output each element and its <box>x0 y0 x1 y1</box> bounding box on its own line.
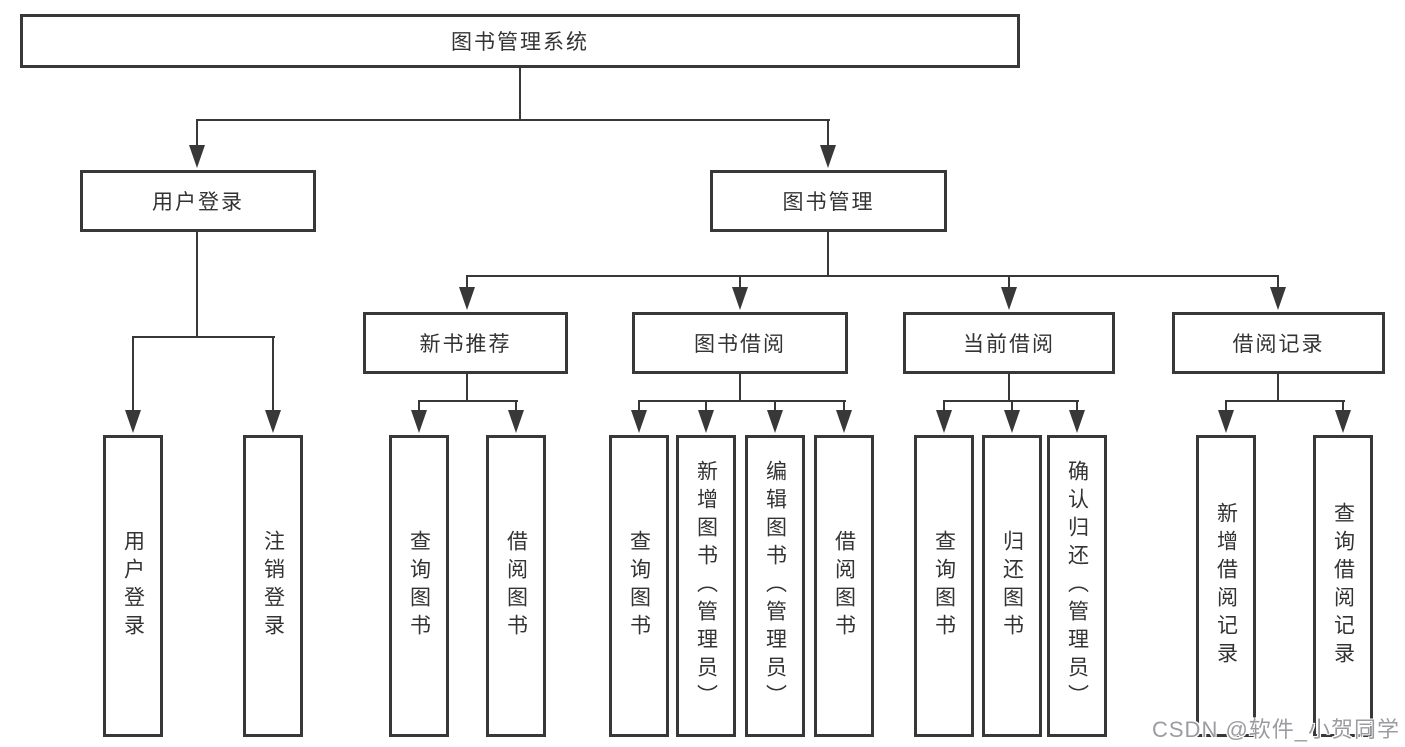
connector-line <box>827 119 829 149</box>
leaf-return-books: 归还图书 <box>982 435 1042 737</box>
node-label: 新书推荐 <box>419 333 512 356</box>
arrow-down-icon <box>836 410 852 433</box>
arrow-down-icon <box>820 145 836 168</box>
arrow-down-icon <box>732 287 748 310</box>
arrow-down-icon <box>1270 287 1286 310</box>
arrow-down-icon <box>265 410 281 433</box>
node-label: 图书管理 <box>782 191 875 214</box>
leaf-user-login: 用户登录 <box>103 435 163 737</box>
leaf-query-books-recommend: 查询图书 <box>389 435 449 737</box>
connector-line <box>515 400 517 412</box>
arrow-down-icon <box>698 410 714 433</box>
leaf-add-book-admin: 新增图书（管理员） <box>676 435 736 737</box>
arrow-down-icon <box>508 410 524 433</box>
node-label: 图书管理系统 <box>451 31 589 54</box>
connector-line <box>739 275 741 289</box>
arrow-down-icon <box>1069 410 1085 433</box>
connector-line <box>1277 275 1279 289</box>
leaf-label: 归还图书 <box>1000 530 1024 642</box>
leaf-label: 新增图书（管理员） <box>694 460 718 712</box>
connector-line <box>466 275 1279 277</box>
arrow-down-icon <box>631 410 647 433</box>
leaf-query-books-current: 查询图书 <box>914 435 974 737</box>
connector-line <box>519 68 521 120</box>
connector-line <box>272 336 274 414</box>
leaf-query-borrow-record: 查询借阅记录 <box>1313 435 1373 737</box>
node-library-management-system: 图书管理系统 <box>20 14 1020 68</box>
arrow-down-icon <box>459 287 475 310</box>
leaf-label: 用户登录 <box>121 530 145 642</box>
connector-line <box>1277 374 1279 401</box>
connector-line <box>1011 400 1013 412</box>
connector-line <box>638 400 846 402</box>
connector-line <box>1225 400 1227 412</box>
connector-line <box>1008 275 1010 289</box>
node-borrow-records: 借阅记录 <box>1172 312 1385 374</box>
connector-line <box>1225 400 1345 402</box>
connector-line <box>638 400 640 412</box>
connector-line <box>132 336 134 414</box>
connector-line <box>196 119 198 149</box>
arrow-down-icon <box>1335 410 1351 433</box>
connector-line <box>843 400 845 412</box>
arrow-down-icon <box>767 410 783 433</box>
leaf-label: 查询图书 <box>932 530 956 642</box>
leaf-label: 注销登录 <box>261 530 285 642</box>
arrow-down-icon <box>189 145 205 168</box>
node-label: 用户登录 <box>152 191 244 214</box>
node-new-book-recommend: 新书推荐 <box>363 312 568 374</box>
connector-line <box>196 232 198 338</box>
leaf-logout-login: 注销登录 <box>243 435 303 737</box>
connector-line <box>774 400 776 412</box>
node-user-login: 用户登录 <box>80 170 316 232</box>
csdn-watermark: CSDN @软件_小贺同学 <box>1152 717 1401 742</box>
leaf-label: 新增借阅记录 <box>1214 502 1238 670</box>
connector-line <box>827 232 829 276</box>
leaf-add-borrow-record: 新增借阅记录 <box>1196 435 1256 737</box>
connector-line <box>739 374 741 401</box>
leaf-borrow-books-recommend: 借阅图书 <box>486 435 546 737</box>
connector-line <box>196 119 830 121</box>
connector-line <box>1076 400 1078 412</box>
node-book-management: 图书管理 <box>710 170 947 232</box>
arrow-down-icon <box>936 410 952 433</box>
node-label: 图书借阅 <box>694 333 786 356</box>
node-book-borrowing: 图书借阅 <box>632 312 848 374</box>
leaf-label: 查询借阅记录 <box>1331 502 1355 670</box>
leaf-borrow-books-borrowing: 借阅图书 <box>814 435 874 737</box>
connector-line <box>132 336 275 338</box>
leaf-confirm-return-admin: 确认归还（管理员） <box>1047 435 1107 737</box>
leaf-label: 编辑图书（管理员） <box>763 460 787 712</box>
connector-line <box>943 400 945 412</box>
arrow-down-icon <box>1004 410 1020 433</box>
connector-line <box>418 400 420 412</box>
connector-line <box>1008 374 1010 401</box>
connector-line <box>466 374 468 401</box>
arrow-down-icon <box>1001 287 1017 310</box>
connector-line <box>418 400 518 402</box>
node-current-borrowing: 当前借阅 <box>903 312 1115 374</box>
leaf-label: 查询图书 <box>407 530 431 642</box>
connector-line <box>705 400 707 412</box>
arrow-down-icon <box>1218 410 1234 433</box>
node-label: 借阅记录 <box>1232 333 1325 356</box>
leaf-label: 借阅图书 <box>832 530 856 642</box>
leaf-query-books-borrowing: 查询图书 <box>609 435 669 737</box>
arrow-down-icon <box>125 410 141 433</box>
leaf-label: 确认归还（管理员） <box>1065 460 1089 712</box>
connector-line <box>466 275 468 289</box>
leaf-label: 查询图书 <box>627 530 651 642</box>
node-label: 当前借阅 <box>963 333 1055 356</box>
arrow-down-icon <box>411 410 427 433</box>
leaf-edit-book-admin: 编辑图书（管理员） <box>745 435 805 737</box>
leaf-label: 借阅图书 <box>504 530 528 642</box>
connector-line <box>1342 400 1344 412</box>
